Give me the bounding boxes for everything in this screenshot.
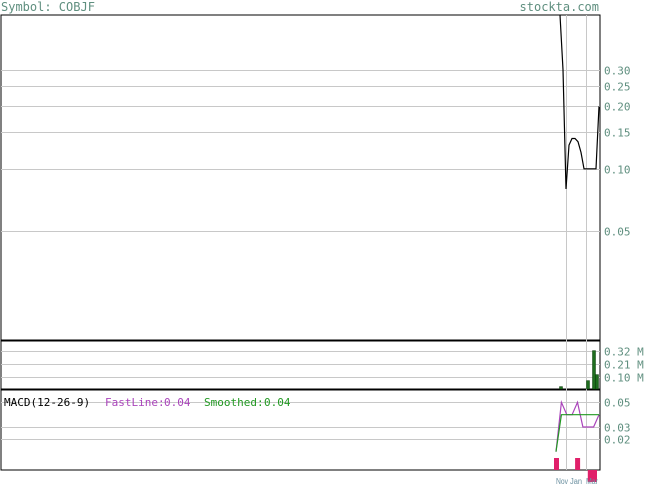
fastline-series: [555, 399, 600, 452]
macd-tick-label: 0.03: [604, 422, 631, 435]
price-tick-label: 0.05: [604, 226, 631, 239]
price-line: [559, 14, 600, 190]
volume-bar: [592, 350, 596, 390]
smoothed-value: 0.04: [264, 396, 291, 409]
volume-bars: [559, 350, 599, 390]
volume-bar: [559, 386, 563, 390]
macd-histogram-bar: [554, 458, 559, 470]
macd-grid: [1, 402, 600, 440]
price-tick-label: 0.15: [604, 127, 631, 140]
macd-lines: [555, 399, 600, 452]
price-panel-frame: [0, 14, 601, 341]
price-tick-label: 0.25: [604, 81, 631, 94]
macd-title: MACD(12-26-9): [4, 396, 90, 409]
price-grid: [1, 70, 600, 232]
price-series: [559, 14, 600, 190]
macd-panel-frame: [0, 389, 601, 471]
price-tick-label: 0.20: [604, 101, 631, 114]
month-label: Mar: [586, 477, 598, 486]
volume-bar: [595, 374, 599, 390]
macd-histogram-bar: [592, 470, 597, 482]
volume-tick-label: 0.10 M: [604, 372, 644, 385]
month-label: Nov: [556, 477, 568, 486]
macd-histogram-bar: [575, 458, 581, 470]
volume-axis: 0.32 M0.21 M0.10 M: [604, 346, 644, 385]
macd-tick-label: 0.05: [604, 397, 631, 410]
price-axis: 0.30 0.25 0.20 0.15 0.10 0.05: [604, 65, 631, 239]
volume-grid: [1, 351, 600, 378]
macd-tick-label: 0.02: [604, 434, 631, 447]
fastline-value: 0.04: [164, 396, 191, 409]
price-tick-label: 0.30: [604, 65, 631, 78]
volume-tick-label: 0.21 M: [604, 359, 644, 372]
volume-tick-label: 0.32 M: [604, 346, 644, 359]
macd-axis: 0.05 0.030.02: [604, 397, 631, 447]
smoothed-series: [555, 414, 599, 452]
volume-bar: [586, 380, 590, 390]
symbol-label: Symbol: COBJF: [1, 0, 95, 14]
macd-histogram-bar: [587, 470, 593, 482]
site-label[interactable]: stockta.com: [520, 0, 599, 14]
smoothed-label: Smoothed:: [204, 396, 264, 409]
fastline-label: FastLine:: [105, 396, 165, 409]
month-label: Jan: [570, 477, 582, 486]
macd-histogram: [554, 458, 597, 482]
month-gridlines: [566, 15, 587, 470]
price-tick-label: 0.10: [604, 164, 631, 177]
